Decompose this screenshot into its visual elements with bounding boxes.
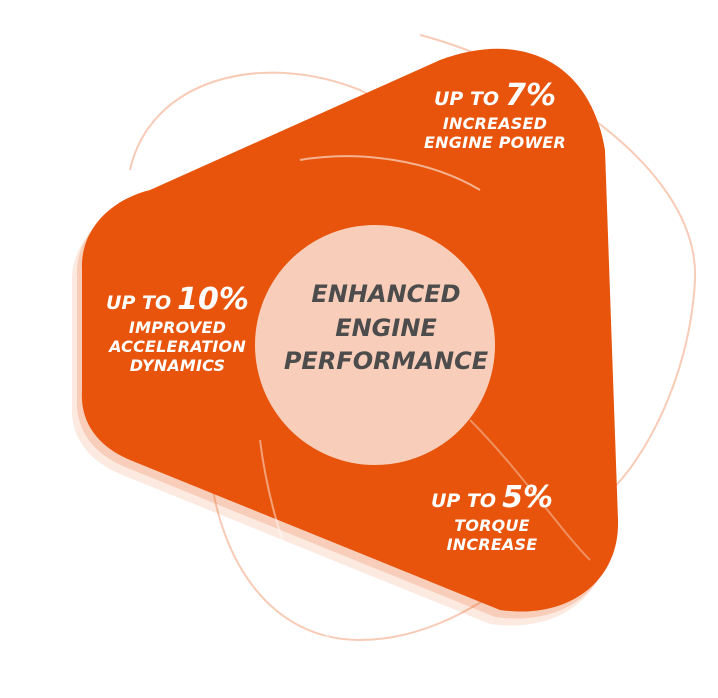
highlight-arc — [299, 155, 481, 191]
center-title: ENHANCED ENGINE PERFORMANCE — [272, 278, 500, 379]
center-title-line: ENGINE — [335, 313, 437, 342]
callout-line: INCREASE — [446, 535, 538, 555]
callout-value: 10% — [177, 282, 249, 317]
callout-line: INCREASED — [442, 114, 548, 133]
callout-line: ACCELERATION — [109, 337, 246, 357]
callout-line: IMPROVED — [128, 318, 227, 337]
center-title-line: ENHANCED — [311, 280, 461, 308]
callout-value: 7% — [505, 78, 557, 113]
highlight-arc — [469, 419, 591, 561]
callout-prefix: UP TO — [106, 292, 172, 314]
rounded-triangle-ring — [81, 48, 619, 612]
callout-line: TORQUE — [454, 516, 530, 535]
callout-prefix: UP TO — [430, 490, 497, 512]
callout-value: 5% — [502, 480, 554, 515]
ghost-outline-loop — [209, 469, 501, 642]
callout-prefix: UP TO — [433, 88, 500, 110]
center-title-line: PERFORMANCE — [283, 347, 489, 376]
callout-line: DYNAMICS — [129, 356, 226, 376]
highlight-arc — [259, 439, 331, 641]
callout-line: ENGINE POWER — [424, 133, 566, 153]
